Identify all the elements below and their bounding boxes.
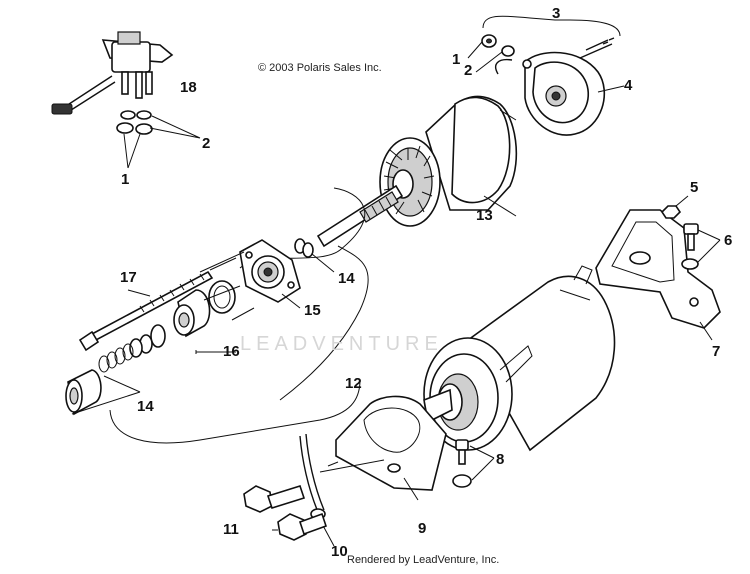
- callout-1-right: 1: [452, 51, 461, 68]
- callout-11: 11: [223, 521, 239, 538]
- callout-14-bottom: 14: [137, 398, 154, 415]
- callout-1-left: 1: [121, 171, 130, 188]
- sleeve-and-springs-part-14: [65, 343, 141, 416]
- callout-2-left: 2: [202, 135, 211, 152]
- armature-part-13: [316, 95, 518, 248]
- bracket-bolt-and-washer-part-6: [681, 223, 721, 270]
- end-cap-nut-and-washer: [467, 34, 515, 75]
- terminal-nuts-and-washers: [116, 110, 201, 169]
- starter-motor-housing: [423, 265, 616, 452]
- thrust-washers-part-14: [294, 238, 335, 273]
- callout-13: 13: [476, 207, 493, 224]
- callout-14-top: 14: [338, 270, 355, 287]
- ground-bolts-part-11: [243, 459, 385, 541]
- callout-18: 18: [180, 79, 197, 96]
- end-cap-assembly-part-4: [482, 15, 625, 136]
- callout-6: 6: [724, 232, 733, 249]
- bracket-nut-part-5: [660, 195, 689, 219]
- mounting-bracket-part-7: [595, 209, 721, 341]
- copyright-text: © 2003 Polaris Sales Inc.: [258, 62, 382, 74]
- callout-10: 10: [331, 543, 348, 560]
- footer-text: Rendered by LeadVenture, Inc.: [347, 554, 500, 566]
- motor-mount-plate-part-9: [335, 395, 447, 501]
- callout-17: 17: [120, 269, 137, 286]
- callout-3: 3: [552, 5, 561, 22]
- callout-4: 4: [624, 77, 633, 94]
- callout-16: 16: [223, 343, 240, 360]
- drive-pinion-part-16: [129, 280, 236, 358]
- callout-5: 5: [690, 179, 699, 196]
- callout-15: 15: [304, 302, 321, 319]
- solenoid-switch-part-18: [51, 31, 174, 115]
- drive-end-plate-part-15: [239, 239, 301, 309]
- callout-7: 7: [712, 343, 721, 360]
- through-bolt-part-17: [78, 257, 237, 352]
- callout-12: 12: [345, 375, 362, 392]
- callout-9: 9: [418, 520, 427, 537]
- motor-bolt-and-washer-part-8: [452, 439, 495, 488]
- watermark: LEADVENTURE: [240, 333, 443, 355]
- callout-2-right: 2: [464, 62, 473, 79]
- explode-lines: [199, 109, 517, 467]
- callout-8: 8: [496, 451, 505, 468]
